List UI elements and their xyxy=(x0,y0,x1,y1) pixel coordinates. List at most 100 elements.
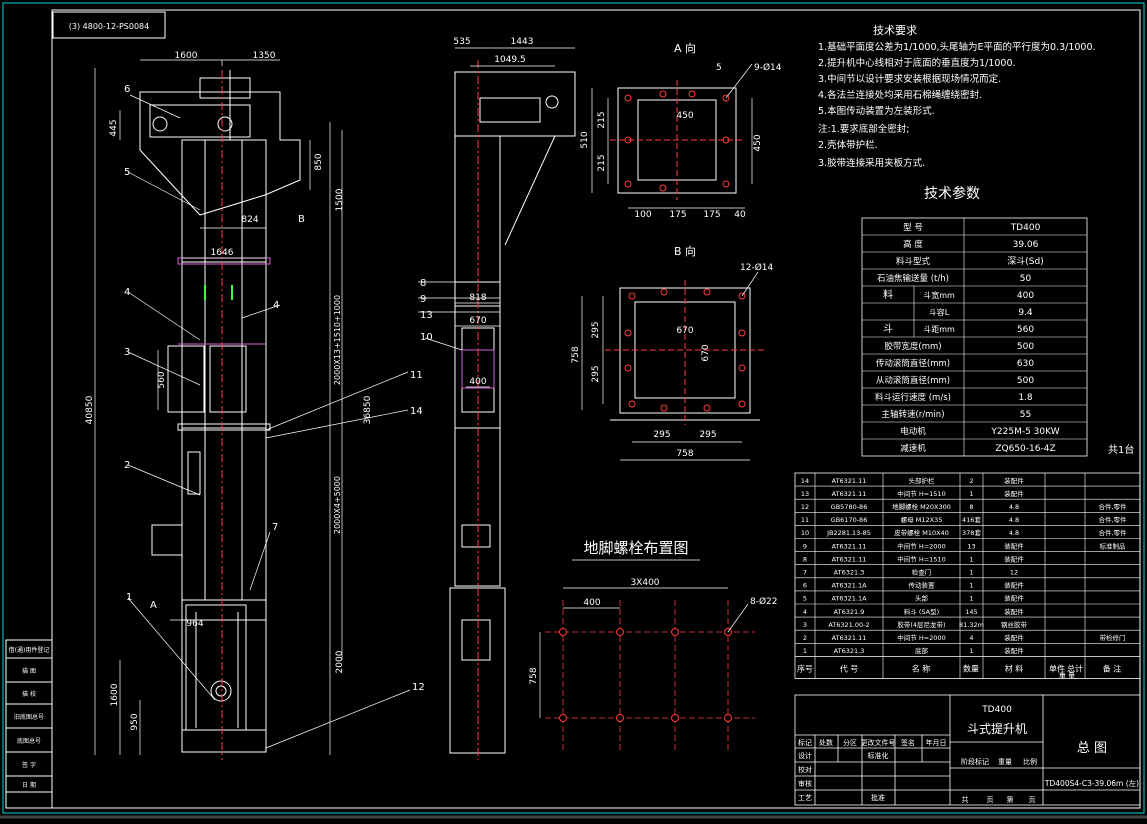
tech-req-line-5: 注:1.要求底部全密封; xyxy=(818,123,909,135)
label-14: 14 xyxy=(410,406,423,417)
params-value: 1.8 xyxy=(1018,393,1033,403)
params-sub-label: 斗宽mm xyxy=(923,290,955,300)
view-a-holes: 9-Ø14 xyxy=(754,62,782,73)
bom-cell: 2 xyxy=(969,477,973,485)
dim-1600b: 1600 xyxy=(110,683,120,706)
front-view-leaders xyxy=(127,94,411,749)
dim-824: 824 xyxy=(241,215,258,225)
bom-cell: AT6321.1A xyxy=(831,595,867,603)
dim-1646: 1646 xyxy=(211,248,234,258)
bom-cell: AT6321.11 xyxy=(832,490,867,498)
tb-row-4: 签名 xyxy=(901,738,915,747)
view-b-758v: 758 xyxy=(571,346,581,363)
title-block xyxy=(794,694,1141,806)
bom-header-cell: 序号 xyxy=(797,663,813,673)
bom-cell: 4 xyxy=(803,608,807,616)
view-b-670v: 670 xyxy=(701,344,711,361)
side-view xyxy=(449,60,576,760)
view-a-175a: 175 xyxy=(669,210,686,220)
bom-cell: 钢丝胶带 xyxy=(1001,620,1028,629)
dim-36850: 36850 xyxy=(363,395,373,424)
params-value: 深斗(Sd) xyxy=(1007,256,1043,267)
label-8: 8 xyxy=(420,278,426,289)
dim-560: 560 xyxy=(157,371,167,388)
params-title: 技术参数 xyxy=(924,185,980,202)
bom-cell: AT6321.11 xyxy=(832,477,867,485)
bom-header-cell: 备 注 xyxy=(1103,663,1122,673)
tb-role-0: 设计 xyxy=(798,751,812,760)
front-view-dims xyxy=(94,59,343,755)
tb-row-0: 标记 xyxy=(798,738,812,747)
bom-cell: 中间节 H=1510 xyxy=(897,489,945,498)
view-b-295b: 295 xyxy=(591,365,601,382)
bom-cell: GB6170-86 xyxy=(831,516,868,524)
bom-cell: 合件,零件 xyxy=(1098,515,1127,524)
tb-sheet-0: 共 xyxy=(962,795,969,804)
side-stamp-1: 描 图 xyxy=(22,667,36,675)
bom-cell: 中间节 H=1510 xyxy=(897,554,945,563)
bom-cell: 装配件 xyxy=(1004,646,1024,655)
bom-header-cell: 总计 xyxy=(1067,663,1083,673)
label-5: 5 xyxy=(124,167,130,178)
bom-weight-label: 重 量 xyxy=(1059,671,1075,679)
label-4b: 4 xyxy=(273,300,279,311)
bom-cell: 416套 xyxy=(962,515,981,524)
label-10: 10 xyxy=(420,332,433,343)
tb-sheet-1: 页 xyxy=(987,796,994,804)
tb-row-1: 处数 xyxy=(819,738,833,747)
tech-req-line-3: 4.各法兰连接处均采用石棉绳缠绕密封. xyxy=(818,89,982,101)
bom-cell: 装配件 xyxy=(1004,541,1024,550)
dim-400: 400 xyxy=(469,377,486,387)
side-stamp-6: 日 期 xyxy=(22,781,36,789)
side-stamp-5: 签 字 xyxy=(22,761,36,769)
bom-cell: AT6321.11 xyxy=(832,542,867,550)
bom-cell: 检查门 xyxy=(912,568,932,577)
bom-cell: 1 xyxy=(969,647,973,655)
bom-cell: AT6321.3 xyxy=(834,569,865,577)
tb-row-3: 更改文件号 xyxy=(861,738,896,747)
params-value: 630 xyxy=(1017,359,1034,369)
bom-cell: AT6321.3 xyxy=(834,647,865,655)
drive-wheel-2 xyxy=(217,116,233,132)
label-13: 13 xyxy=(420,310,433,321)
dim-964: 964 xyxy=(186,619,203,629)
bom-cell: 螺母 M12X35 xyxy=(901,515,943,524)
view-a-100: 100 xyxy=(634,210,651,220)
params-value: 500 xyxy=(1017,376,1034,386)
view-a-215b: 215 xyxy=(597,154,607,171)
bom-cell: 9 xyxy=(803,542,807,550)
bom-cell: 1 xyxy=(803,647,807,655)
dim-950: 950 xyxy=(130,713,140,730)
motor-box xyxy=(199,77,251,99)
tb-sheet-3: 页 xyxy=(1029,796,1036,804)
params-label: 料斗运行速度 (m/s) xyxy=(875,392,951,403)
view-a-title: A 向 xyxy=(674,41,696,55)
bom-cell: 12 xyxy=(801,503,809,511)
side-head-frame xyxy=(454,71,576,137)
tech-req-line-6: 2.壳体带护栏. xyxy=(818,139,878,151)
front-view-part-numbers: 1 2 3 4 5 6 7 12 4 B A xyxy=(124,84,425,693)
dim-445: 445 xyxy=(109,119,119,136)
side-view-labels: 8 9 13 10 11 14 xyxy=(410,278,433,417)
view-b-title: B 向 xyxy=(674,244,696,258)
bom-cell: 7 xyxy=(803,569,807,577)
dim-2000: 2000 xyxy=(335,650,345,673)
dim-1350: 1350 xyxy=(253,51,276,61)
bom-cell: 胶带(4层尼龙带) xyxy=(897,620,945,629)
bom-cell: 1 xyxy=(969,490,973,498)
bom-cell: 合件,零件 xyxy=(1098,502,1127,511)
title-model: TD400 xyxy=(981,705,1012,715)
params-group-label: 料 xyxy=(883,288,893,301)
inspection-door-2 xyxy=(187,451,201,495)
bolt-layout: 地脚螺栓布置图 3X400 400 8-Ø22 758 xyxy=(529,539,778,750)
boot-pulley xyxy=(210,680,232,702)
side-stamp-3: 旧底图总号 xyxy=(14,713,44,721)
bom-cell: 1 xyxy=(969,582,973,590)
bom-cell: GB5780-86 xyxy=(831,503,868,511)
dim-850: 850 xyxy=(314,153,324,170)
label-1: 1 xyxy=(126,592,132,603)
view-a-dims xyxy=(591,63,753,209)
tb-stage-2: 比例 xyxy=(1023,757,1037,766)
drawing-number-stamp: (3) 4800-12-PS0084 xyxy=(52,11,166,39)
